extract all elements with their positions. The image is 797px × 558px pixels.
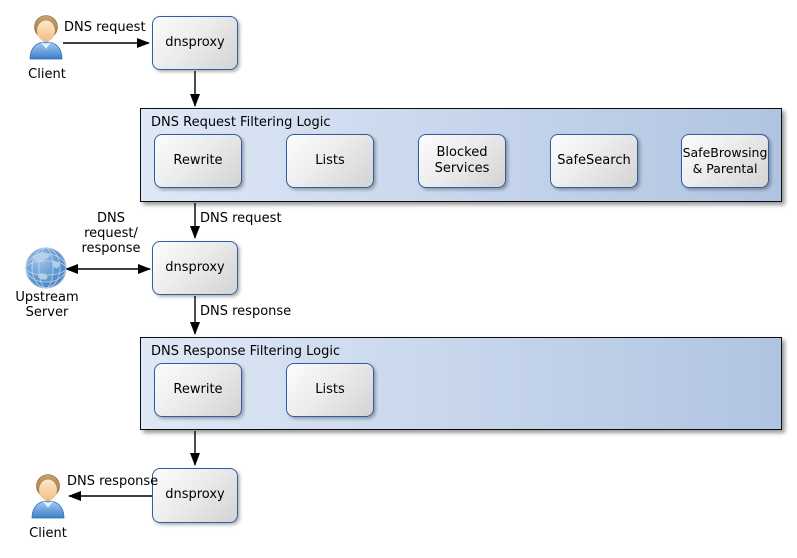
client-label-bottom: Client: [29, 526, 67, 541]
dnsproxy-node-top: dnsproxy: [152, 16, 238, 70]
step-rewrite: Rewrite: [154, 134, 242, 188]
upstream-server-label: Upstream Server: [15, 290, 79, 320]
edge-label-dns-request-mid: DNS request: [200, 211, 282, 226]
response-group-title: DNS Response Filtering Logic: [151, 344, 341, 359]
dns-response-filtering-group: DNS Response Filtering Logic Rewrite Lis…: [140, 337, 782, 430]
edge-label-dns-response-mid: DNS response: [200, 304, 292, 319]
step-rewrite-response: Rewrite: [154, 363, 242, 417]
step-safebrowsing-parental: SafeBrowsing & Parental: [681, 134, 769, 188]
edge-label-dns-request-top: DNS request: [64, 20, 146, 35]
client-person-icon: [29, 15, 63, 60]
client-label: Client: [28, 67, 66, 82]
edge-label-dns-request-response: DNS request/ response: [81, 211, 141, 256]
step-safesearch: SafeSearch: [550, 134, 638, 188]
request-group-title: DNS Request Filtering Logic: [151, 115, 331, 130]
dns-request-filtering-group: DNS Request Filtering Logic Rewrite List…: [140, 108, 782, 202]
edge-label-dns-response-bottom: DNS response: [67, 474, 159, 489]
client-person-icon-bottom: [31, 474, 65, 519]
dnsproxy-node-bottom: dnsproxy: [152, 468, 238, 523]
step-lists-response: Lists: [286, 363, 374, 417]
step-blocked-services: Blocked Services: [418, 134, 506, 188]
step-lists: Lists: [286, 134, 374, 188]
dnsproxy-node-middle: dnsproxy: [152, 241, 238, 295]
upstream-server-globe-icon: [25, 247, 67, 289]
